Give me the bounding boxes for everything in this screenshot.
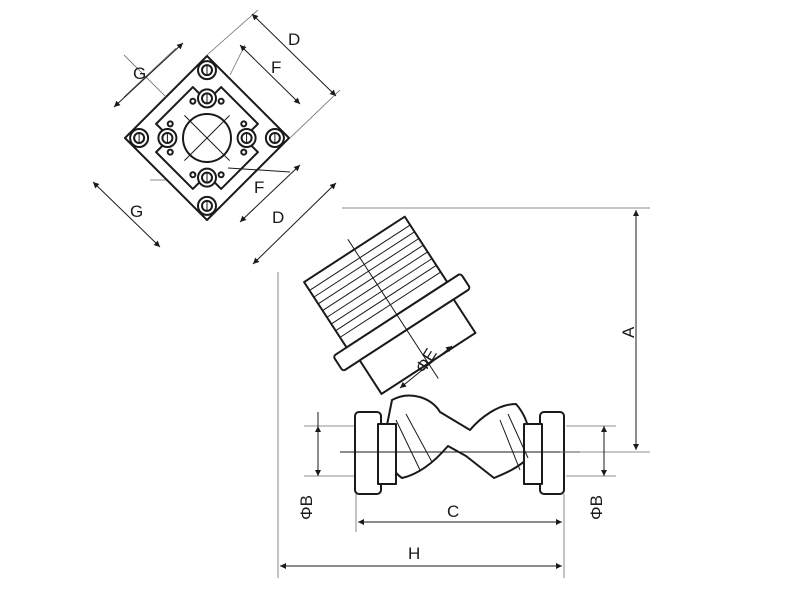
label-f-bottom: F (254, 178, 264, 197)
label-f-top: F (271, 58, 281, 77)
valve-body (340, 394, 580, 495)
label-g-top: G (133, 64, 146, 83)
label-c: C (447, 502, 459, 521)
label-h: H (408, 544, 420, 563)
label-phi-b-left: ΦB (297, 495, 316, 520)
dim-d-bottom: D (252, 182, 337, 265)
valve-actuator (303, 215, 477, 395)
stud-holes (166, 97, 248, 179)
dim-a: A (342, 207, 650, 453)
label-phi-b-right: ΦB (587, 495, 606, 520)
dim-c: C (355, 494, 565, 532)
label-g-bottom: G (130, 202, 143, 221)
dim-phi-b-right: ΦB (566, 425, 616, 520)
label-d-bottom: D (272, 208, 284, 227)
dim-phi-b-left: ΦB (297, 412, 354, 520)
label-d-top: D (288, 30, 300, 49)
dim-g-top: G (113, 42, 184, 108)
bolt-icons (129, 60, 285, 216)
dim-f-top: F (229, 44, 301, 105)
dim-g-bottom: G (92, 179, 166, 248)
dim-h: H (277, 272, 565, 578)
label-a: A (619, 326, 638, 338)
